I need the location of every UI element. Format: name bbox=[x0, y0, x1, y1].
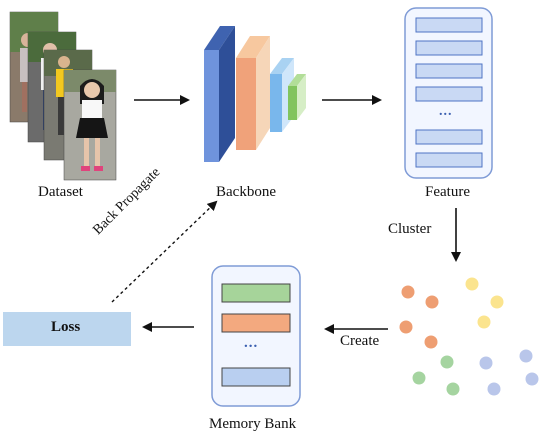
memory-entry-orange bbox=[221, 313, 291, 333]
cluster-point-green bbox=[446, 382, 460, 396]
cluster-point-yellow bbox=[477, 315, 491, 329]
cluster-point-blue bbox=[525, 372, 539, 386]
feature-vector bbox=[415, 40, 483, 56]
cluster-point-orange bbox=[425, 295, 439, 309]
feature-vector bbox=[415, 129, 483, 145]
create-label: Create bbox=[340, 333, 380, 349]
memory-bank-panel bbox=[211, 265, 301, 407]
cluster-scatter bbox=[399, 277, 539, 396]
arrow-back-propagate bbox=[111, 200, 218, 303]
backbone-label: Backbone bbox=[216, 184, 276, 200]
backbone-layer-2 bbox=[236, 36, 270, 150]
feature-vector bbox=[415, 152, 483, 168]
cluster-point-green bbox=[440, 355, 454, 369]
cluster-point-blue bbox=[479, 356, 493, 370]
memory-ellipsis: ... bbox=[244, 335, 259, 351]
cluster-point-orange bbox=[401, 285, 415, 299]
backbone-layer-1 bbox=[204, 26, 235, 162]
dataset-label: Dataset bbox=[38, 184, 83, 200]
memory-entry-green bbox=[221, 283, 291, 303]
backbone-network bbox=[204, 26, 306, 162]
loss-box bbox=[3, 312, 131, 346]
memory-entry-blue bbox=[221, 367, 291, 387]
loss-label: Loss bbox=[51, 319, 81, 335]
dataset-photo-front bbox=[63, 69, 117, 181]
feature-label: Feature bbox=[425, 184, 470, 200]
cluster-point-blue bbox=[487, 382, 501, 396]
cluster-point-yellow bbox=[465, 277, 479, 291]
feature-vector bbox=[415, 17, 483, 33]
backbone-layer-4 bbox=[288, 74, 306, 120]
feature-vector bbox=[415, 63, 483, 79]
memory-bank-label: Memory Bank bbox=[209, 416, 297, 432]
feature-ellipsis: ... bbox=[439, 104, 453, 119]
cluster-point-green bbox=[412, 371, 426, 385]
cluster-label: Cluster bbox=[388, 221, 432, 237]
feature-vector bbox=[415, 86, 483, 102]
feature-panel bbox=[404, 7, 493, 179]
cluster-point-yellow bbox=[490, 295, 504, 309]
cluster-point-orange bbox=[424, 335, 438, 349]
dataset-image-stack bbox=[9, 11, 117, 181]
cluster-point-blue bbox=[519, 349, 533, 363]
cluster-point-orange bbox=[399, 320, 413, 334]
